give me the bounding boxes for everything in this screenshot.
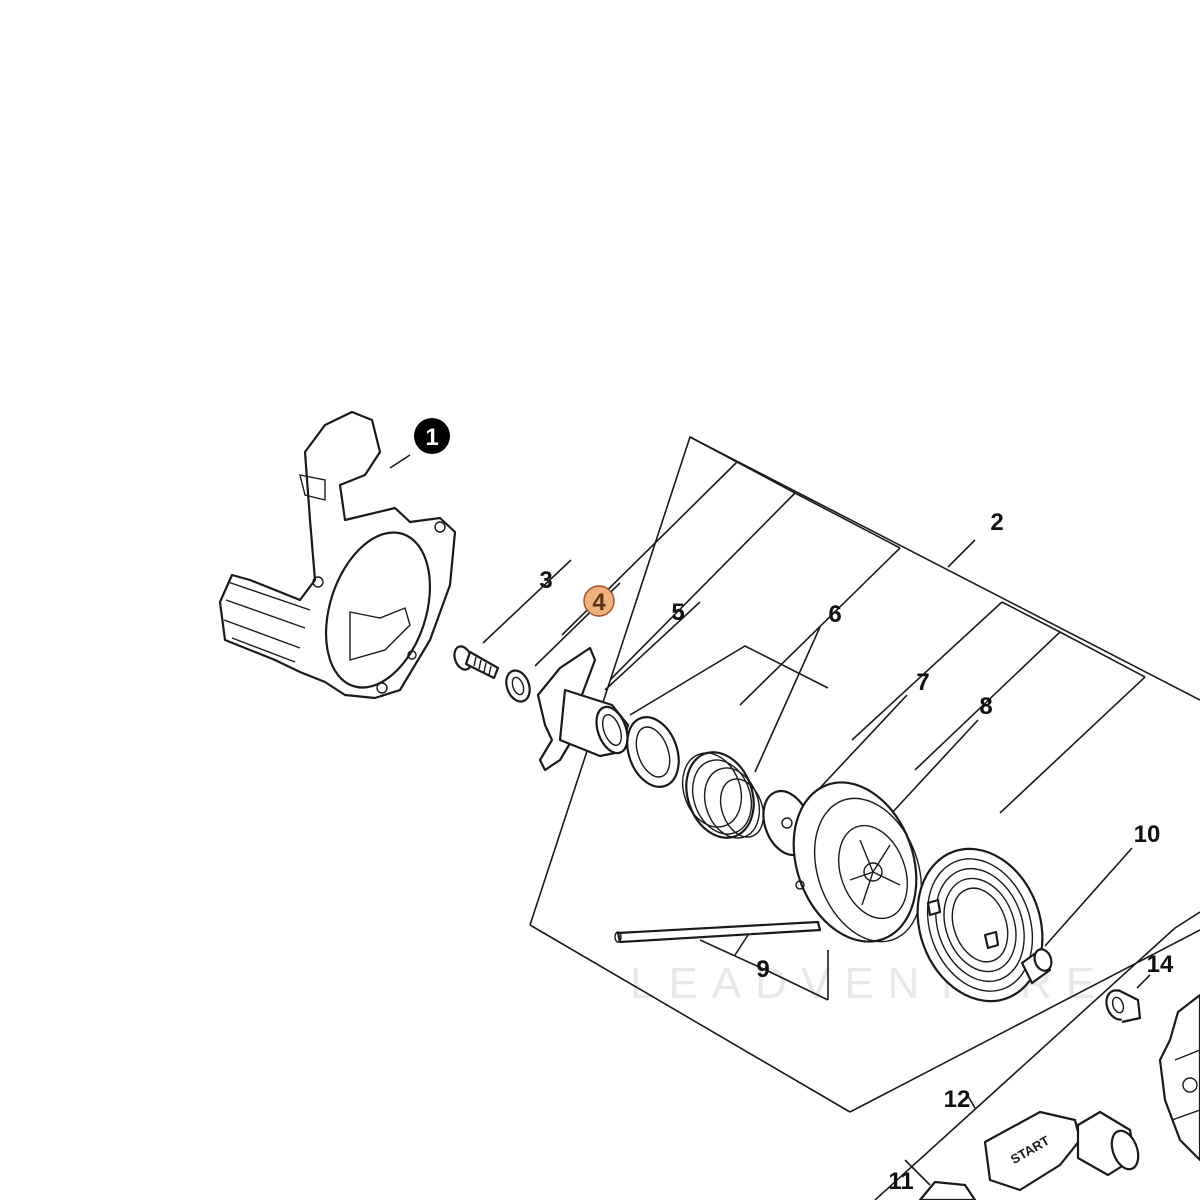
part-sleeve: [1105, 989, 1142, 1024]
part-bushing: [1020, 948, 1053, 985]
group-bracket-2: [529, 435, 1200, 1113]
callout-6: 6: [828, 601, 841, 628]
group-bracket-9: [629, 645, 829, 1001]
part-starter-handle: START: [983, 1110, 1140, 1192]
part-starter-cover: [218, 410, 457, 700]
svg-text:4: 4: [592, 589, 606, 616]
leader-lines: [389, 436, 1151, 1186]
part-guide: [918, 1180, 977, 1200]
callout-1-badge: 1: [414, 418, 450, 454]
callout-12: 12: [944, 1086, 971, 1113]
part-screw: [453, 645, 500, 680]
callout-14: 14: [1147, 951, 1174, 978]
callout-11: 11: [888, 1168, 913, 1195]
callout-5: 5: [671, 599, 684, 626]
callout-2: 2: [990, 509, 1003, 536]
part-rewind-spring: [916, 847, 1044, 1003]
part-starter-rope: [614, 920, 822, 944]
part-rope-rotor: [792, 781, 923, 943]
callout-7: 7: [916, 669, 929, 696]
part-fan-housing: [1158, 993, 1200, 1162]
callout-9: 9: [756, 956, 769, 983]
part-coil-spring: [681, 751, 765, 839]
callout-4-highlight[interactable]: 4: [583, 585, 615, 617]
callout-10: 10: [1134, 821, 1161, 848]
part-washer: [505, 669, 531, 703]
part-large-washer: [626, 716, 680, 788]
part-pawl-carrier: [536, 646, 630, 772]
group-bracket-lower: [874, 911, 1200, 1200]
svg-text:1: 1: [425, 424, 438, 451]
callout-8: 8: [979, 693, 992, 720]
callout-3: 3: [539, 567, 552, 594]
